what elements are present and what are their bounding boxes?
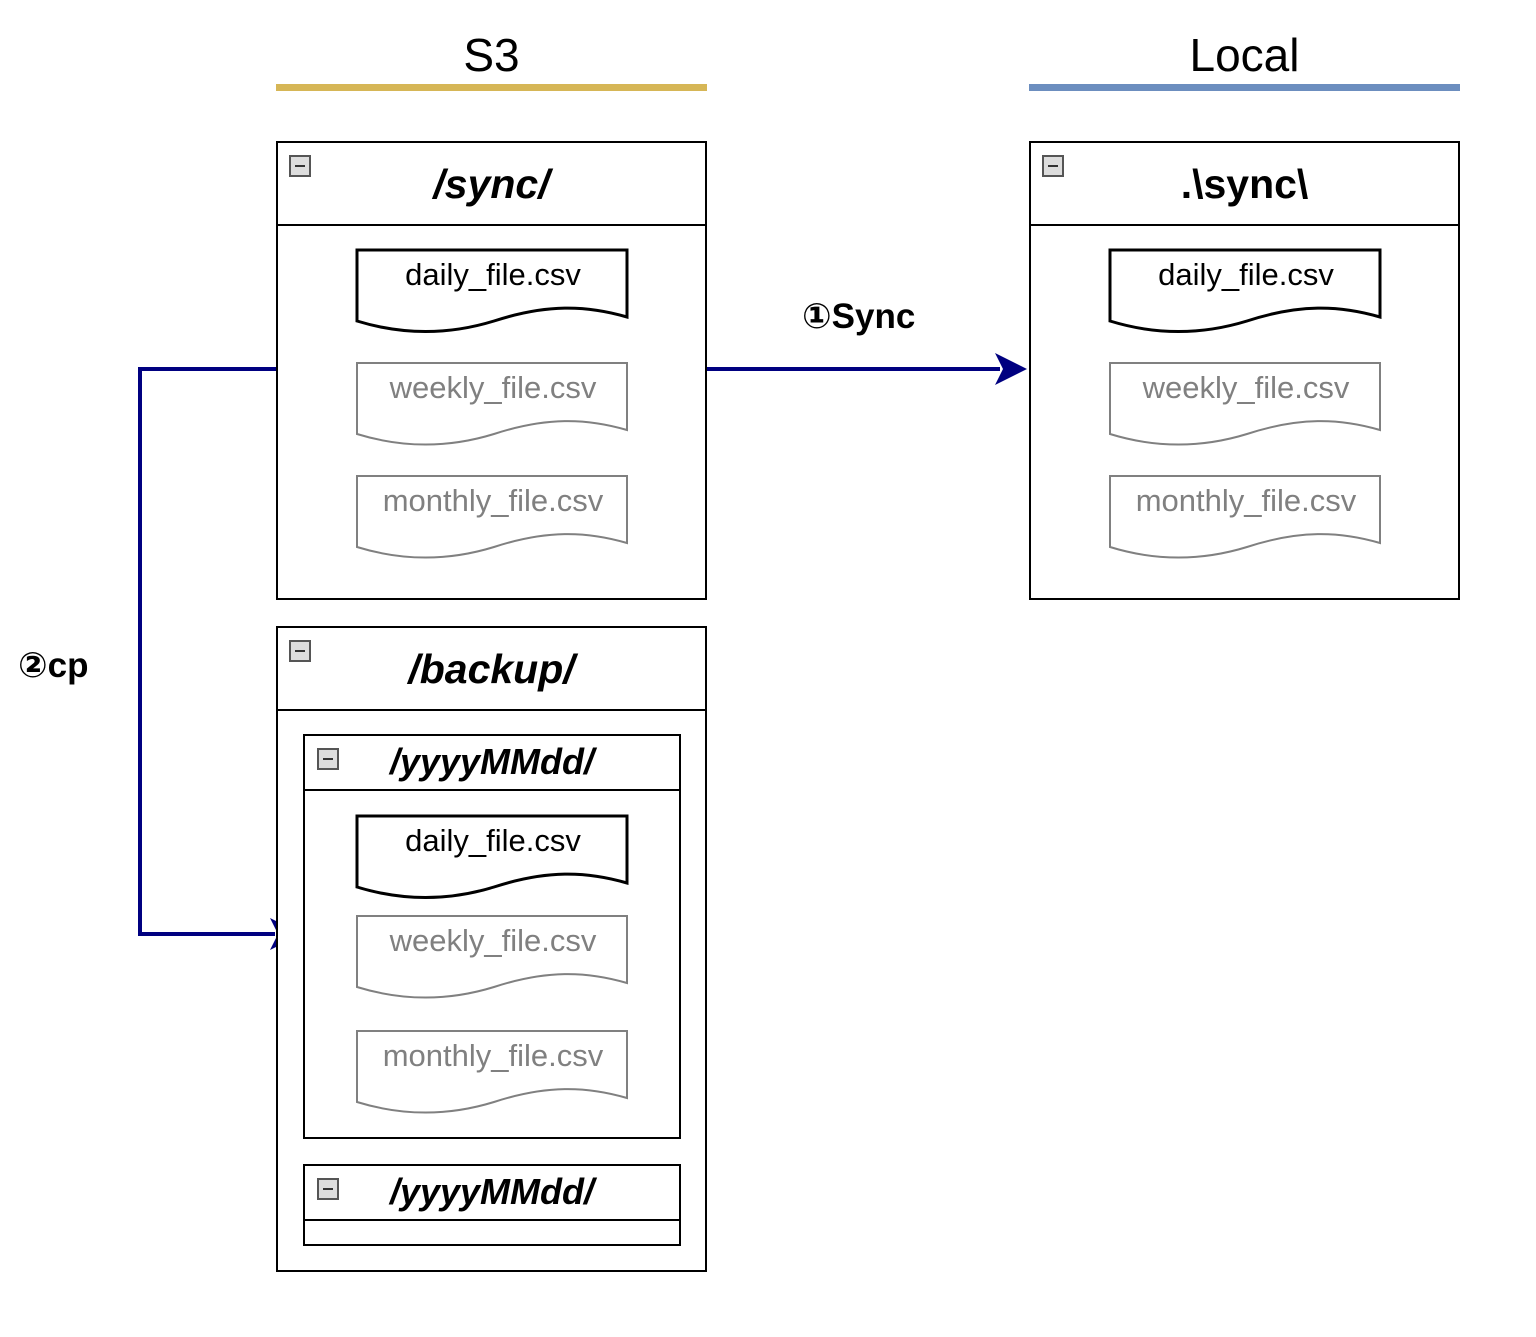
file-name: weekly_file.csv — [1142, 370, 1350, 405]
file-name: daily_file.csv — [1158, 257, 1334, 292]
date-subfolder-title: /yyyyMMdd/ — [389, 741, 595, 782]
file-item-weekly[interactable]: weekly_file.csv — [356, 362, 630, 448]
local-sync-folder-title: .\sync\ — [1180, 161, 1309, 207]
document-icon — [355, 814, 629, 899]
s3-column-heading: S3 — [463, 29, 520, 81]
s3-sync-folder-title: /sync/ — [433, 161, 550, 207]
s3-backup-folder-header: /backup/ — [278, 628, 705, 711]
document-icon — [356, 915, 628, 999]
file-item-monthly[interactable]: monthly_file.csv — [356, 1030, 630, 1116]
file-name: daily_file.csv — [405, 257, 581, 292]
document-icon — [1109, 475, 1381, 559]
minus-box-icon[interactable] — [289, 640, 311, 662]
s3-sync-folder[interactable]: /sync/ daily_file.csv weekly_file.csv mo… — [276, 141, 707, 600]
s3-backup-folder[interactable]: /backup/ /yyyyMMdd/ daily_file.csv weekl… — [276, 626, 707, 1272]
date-subfolder[interactable]: /yyyyMMdd/ — [303, 1164, 681, 1246]
date-subfolder-header: /yyyyMMdd/ — [305, 736, 679, 791]
file-item-monthly[interactable]: monthly_file.csv — [1109, 475, 1383, 561]
file-name: weekly_file.csv — [389, 370, 597, 405]
file-name: monthly_file.csv — [382, 483, 604, 518]
minus-box-icon[interactable] — [289, 155, 311, 177]
file-name: monthly_file.csv — [382, 1038, 604, 1073]
file-name: daily_file.csv — [405, 823, 581, 858]
file-item-daily[interactable]: daily_file.csv — [355, 248, 630, 335]
date-subfolder-title: /yyyyMMdd/ — [389, 1171, 595, 1212]
file-item-weekly[interactable]: weekly_file.csv — [1109, 362, 1383, 448]
date-subfolder[interactable]: /yyyyMMdd/ daily_file.csv weekly_file.cs… — [303, 734, 681, 1139]
date-subfolder-header: /yyyyMMdd/ — [305, 1166, 679, 1221]
s3-column-rule — [276, 84, 707, 91]
sync-arrow[interactable] — [707, 353, 1027, 385]
file-name: monthly_file.csv — [1135, 483, 1357, 518]
document-icon — [355, 248, 629, 333]
minus-box-icon[interactable] — [317, 1178, 339, 1200]
local-column-rule — [1029, 84, 1460, 91]
s3-backup-folder-title: /backup/ — [408, 646, 575, 692]
file-item-daily[interactable]: daily_file.csv — [1108, 248, 1383, 335]
document-icon — [1108, 248, 1382, 333]
document-icon — [356, 475, 628, 559]
minus-box-icon[interactable] — [317, 748, 339, 770]
local-sync-folder-header: .\sync\ — [1031, 143, 1458, 226]
document-icon — [1109, 362, 1381, 446]
file-name: weekly_file.csv — [389, 923, 597, 958]
minus-box-icon[interactable] — [1042, 155, 1064, 177]
document-icon — [356, 362, 628, 446]
sync-edge-label: ①Sync — [802, 297, 916, 336]
local-column-heading: Local — [1189, 29, 1300, 81]
s3-sync-folder-header: /sync/ — [278, 143, 705, 226]
cp-edge-label: ②cp — [18, 646, 89, 685]
file-item-weekly[interactable]: weekly_file.csv — [356, 915, 630, 1001]
file-item-monthly[interactable]: monthly_file.csv — [356, 475, 630, 561]
document-icon — [356, 1030, 628, 1114]
local-sync-folder[interactable]: .\sync\ daily_file.csv weekly_file.csv m… — [1029, 141, 1460, 600]
file-item-daily[interactable]: daily_file.csv — [355, 814, 630, 901]
